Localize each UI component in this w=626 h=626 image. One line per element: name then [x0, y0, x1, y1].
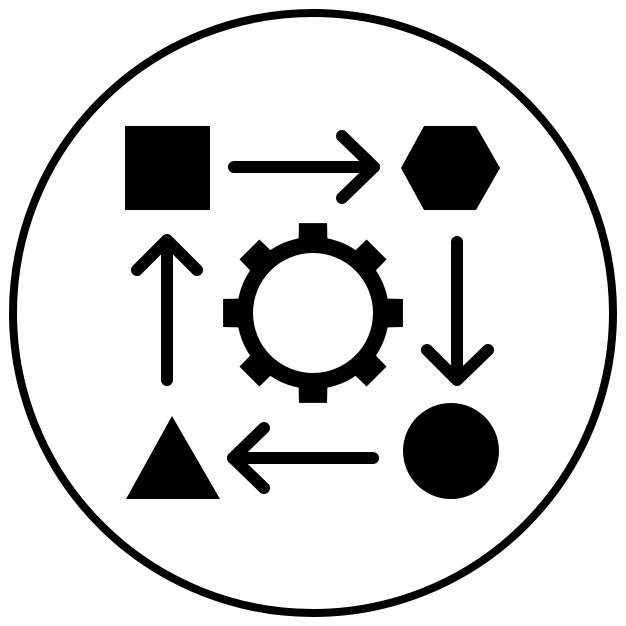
circle-shape: [403, 403, 499, 499]
triangle-shape: [126, 416, 220, 499]
arrow-up-icon: [131, 234, 203, 386]
arrow-down-icon: [421, 236, 494, 386]
gear-icon: [223, 223, 403, 403]
hexagon-shape: [401, 126, 500, 210]
arrow-right-icon: [228, 130, 380, 204]
arrow-left-icon: [227, 422, 379, 494]
square-shape: [125, 126, 210, 210]
circle-border: [9, 9, 617, 617]
